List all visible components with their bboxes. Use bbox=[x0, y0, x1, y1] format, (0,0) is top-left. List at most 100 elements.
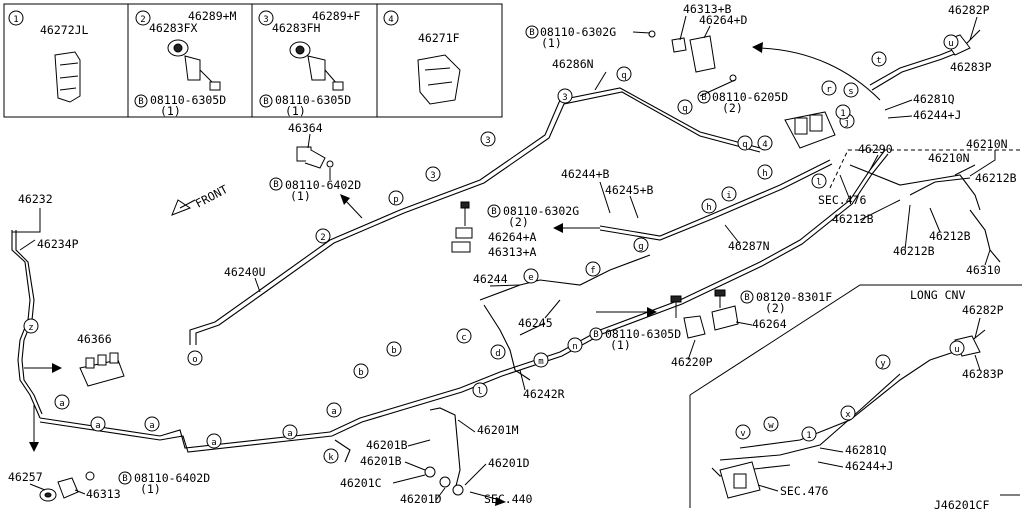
svg-text:46212B: 46212B bbox=[832, 212, 874, 226]
svg-text:B: B bbox=[701, 93, 706, 103]
svg-text:46271F: 46271F bbox=[418, 31, 460, 45]
svg-text:(1): (1) bbox=[290, 189, 311, 203]
marker-a: a bbox=[282, 424, 298, 440]
marker-2: 2 bbox=[315, 228, 331, 244]
svg-text:a: a bbox=[149, 421, 154, 431]
svg-text:SEC.476: SEC.476 bbox=[818, 193, 867, 207]
svg-text:b: b bbox=[358, 368, 363, 378]
svg-text:46232: 46232 bbox=[18, 192, 53, 206]
svg-text:(1): (1) bbox=[160, 104, 181, 118]
bracket-part-icon bbox=[289, 41, 344, 91]
grommet-46257-icon bbox=[39, 488, 57, 502]
svg-text:46234P: 46234P bbox=[37, 237, 79, 251]
clip-46264D-icon bbox=[648, 30, 737, 82]
svg-text:v: v bbox=[740, 429, 745, 439]
marker-l: l bbox=[472, 382, 488, 398]
svg-text:46290: 46290 bbox=[858, 142, 893, 156]
clip-46313-icon bbox=[57, 471, 95, 499]
svg-text:x: x bbox=[845, 410, 851, 420]
svg-text:46281Q: 46281Q bbox=[913, 92, 955, 106]
svg-text:46240U: 46240U bbox=[224, 265, 266, 279]
svg-text:46212B: 46212B bbox=[929, 229, 971, 243]
marker-q: q bbox=[616, 66, 632, 82]
svg-text:08110-6205D: 08110-6205D bbox=[712, 90, 788, 104]
svg-text:46282P: 46282P bbox=[962, 303, 1004, 317]
svg-text:46212B: 46212B bbox=[893, 244, 935, 258]
marker-h: h bbox=[701, 198, 717, 214]
svg-text:46264+A: 46264+A bbox=[488, 230, 537, 244]
pipe-markers: a a a a a a b b c d e f g h h i j k l l … bbox=[23, 34, 965, 464]
connector-block-46366-icon bbox=[79, 352, 125, 387]
svg-text:46212B: 46212B bbox=[975, 171, 1017, 185]
svg-text:l: l bbox=[477, 387, 482, 397]
front-arrow-icon bbox=[171, 199, 196, 216]
legend-cell-3: 3 46289+F 46283FH B 08110-6305D (1) bbox=[258, 9, 361, 118]
svg-text:46287N: 46287N bbox=[728, 239, 770, 253]
marker-a: a bbox=[326, 402, 342, 418]
svg-text:LONG CNV: LONG CNV bbox=[910, 288, 965, 302]
marker-l: l bbox=[811, 173, 827, 189]
marker-c: c bbox=[456, 328, 472, 344]
front-label: FRONT bbox=[193, 182, 230, 211]
svg-text:46242R: 46242R bbox=[523, 387, 565, 401]
svg-text:a: a bbox=[331, 407, 336, 417]
svg-text:46310: 46310 bbox=[966, 263, 1001, 277]
marker-3: 3 bbox=[557, 88, 573, 104]
svg-text:a: a bbox=[211, 438, 216, 448]
svg-text:1: 1 bbox=[13, 15, 18, 25]
svg-text:46264+D: 46264+D bbox=[699, 13, 748, 27]
svg-text:46257: 46257 bbox=[8, 470, 43, 484]
svg-text:46201C: 46201C bbox=[340, 476, 382, 490]
svg-text:s: s bbox=[848, 87, 853, 97]
svg-text:46283FX: 46283FX bbox=[149, 21, 198, 35]
svg-text:y: y bbox=[880, 359, 886, 369]
svg-text:08120-8301F: 08120-8301F bbox=[756, 290, 832, 304]
leader-lines bbox=[12, 15, 996, 501]
marker-s: s bbox=[843, 82, 859, 98]
svg-text:u: u bbox=[954, 345, 959, 355]
clip-part-icon bbox=[417, 54, 461, 105]
svg-text:08110-6302G: 08110-6302G bbox=[540, 25, 616, 39]
svg-text:q: q bbox=[621, 71, 626, 81]
marker-v: v bbox=[735, 424, 751, 440]
svg-text:B: B bbox=[122, 474, 127, 484]
svg-text:SEC.440: SEC.440 bbox=[484, 492, 533, 506]
svg-text:46313: 46313 bbox=[86, 487, 121, 501]
svg-text:h: h bbox=[762, 169, 767, 179]
svg-text:(2): (2) bbox=[722, 101, 743, 115]
svg-text:46201B: 46201B bbox=[366, 438, 408, 452]
svg-text:(1): (1) bbox=[610, 338, 631, 352]
svg-text:46283FH: 46283FH bbox=[272, 21, 321, 35]
marker-h: h bbox=[757, 164, 773, 180]
svg-text:k: k bbox=[328, 453, 334, 463]
legend-cell-1: 1 46272JL bbox=[8, 10, 89, 103]
marker-a: a bbox=[54, 394, 70, 410]
svg-text:SEC.476: SEC.476 bbox=[780, 484, 829, 498]
svg-text:n: n bbox=[572, 342, 577, 352]
marker-b: b bbox=[386, 341, 402, 357]
svg-text:B: B bbox=[138, 97, 143, 107]
svg-text:h: h bbox=[706, 203, 711, 213]
svg-text:2: 2 bbox=[320, 233, 325, 243]
svg-text:a: a bbox=[95, 421, 100, 431]
svg-text:3: 3 bbox=[562, 93, 567, 103]
svg-text:46244+B: 46244+B bbox=[561, 167, 610, 181]
svg-text:B: B bbox=[593, 330, 598, 340]
marker-q: q bbox=[737, 135, 753, 151]
abs-actuator-icon bbox=[719, 461, 761, 499]
svg-text:08110-6305D: 08110-6305D bbox=[605, 327, 681, 341]
svg-text:q: q bbox=[682, 104, 687, 114]
svg-text:46245: 46245 bbox=[518, 316, 553, 330]
svg-text:(2): (2) bbox=[508, 215, 529, 229]
svg-text:(1): (1) bbox=[140, 482, 161, 496]
svg-text:B: B bbox=[529, 28, 534, 38]
marker-3: 3 bbox=[480, 131, 496, 147]
svg-text:46201M: 46201M bbox=[477, 423, 519, 437]
clip-46264-icon bbox=[670, 289, 739, 339]
svg-text:B: B bbox=[491, 207, 496, 217]
svg-text:l: l bbox=[816, 178, 821, 188]
svg-text:u: u bbox=[948, 39, 953, 49]
svg-text:B: B bbox=[744, 293, 749, 303]
svg-text:08110-6305D: 08110-6305D bbox=[150, 93, 226, 107]
marker-a: a bbox=[144, 416, 160, 432]
